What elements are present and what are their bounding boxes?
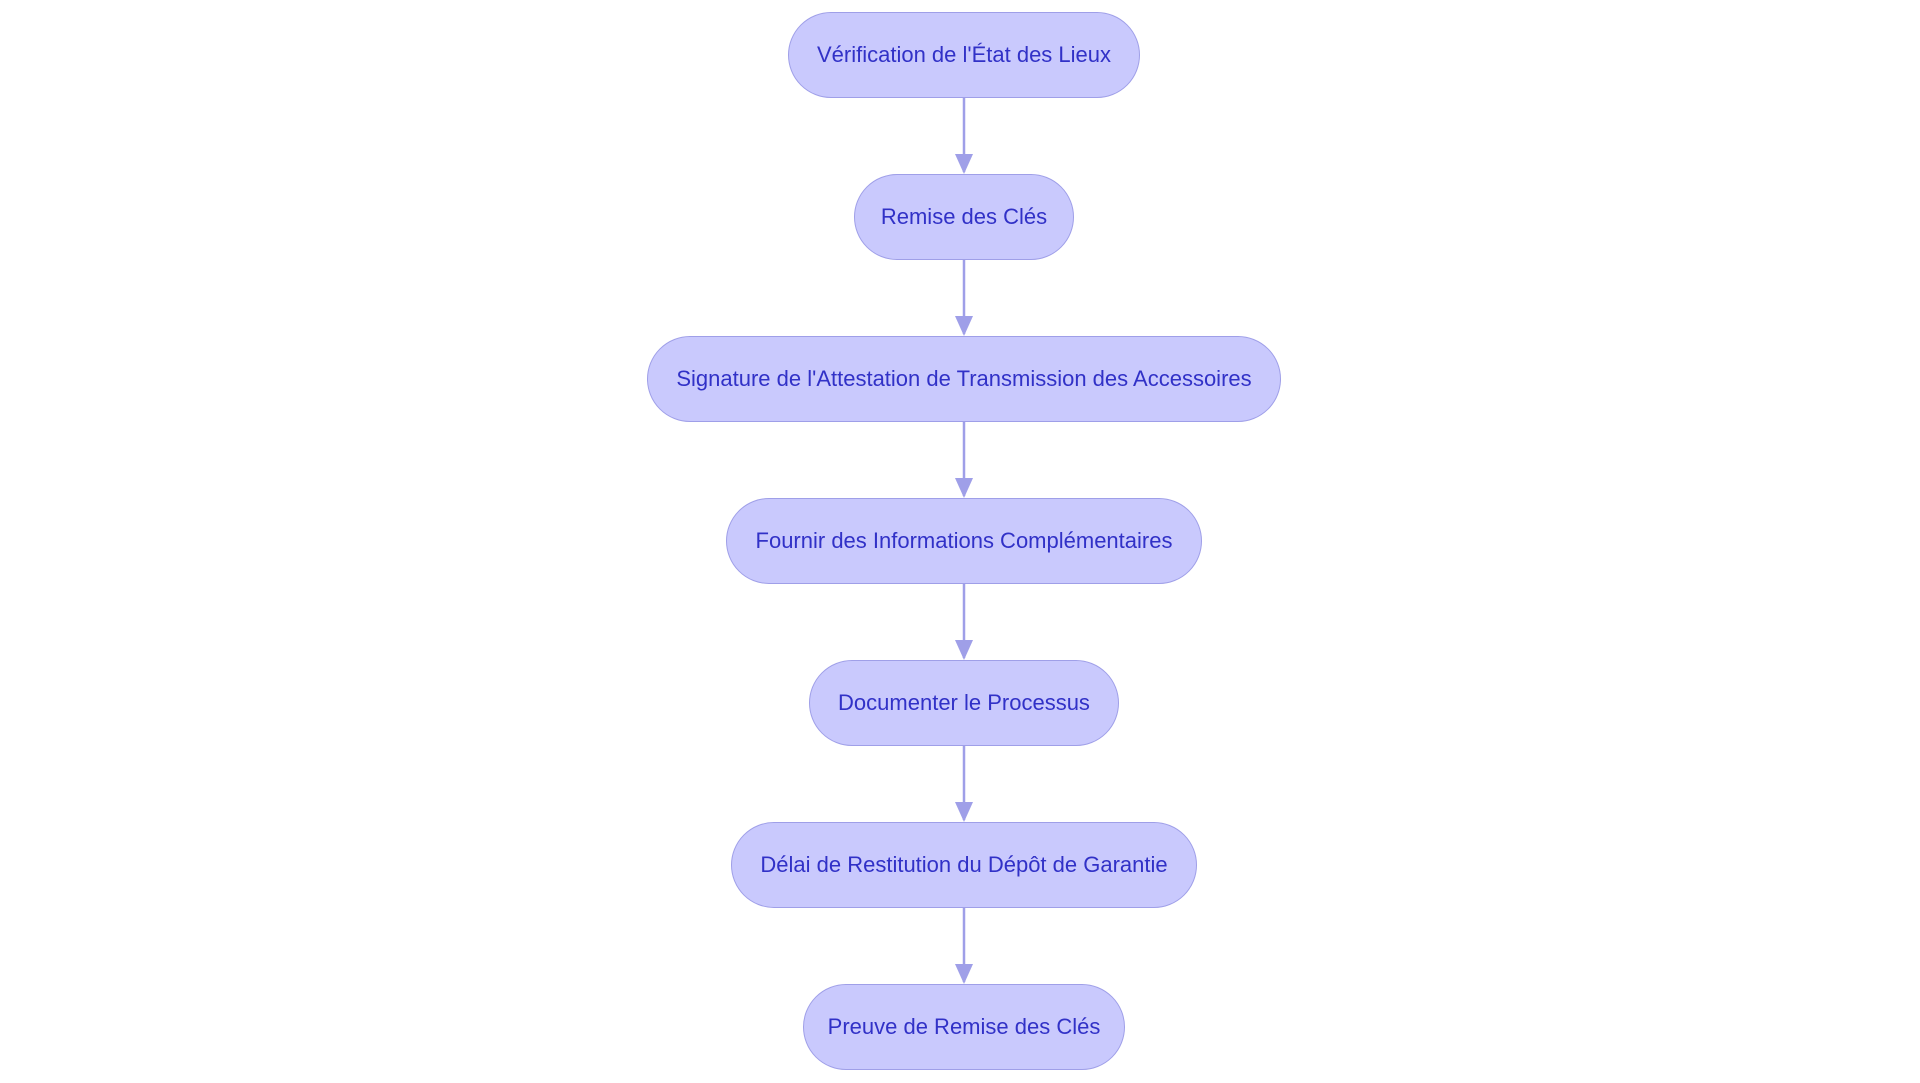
flow-node-remise-des-cles: Remise des Clés	[854, 174, 1074, 260]
flow-node-documenter-processus: Documenter le Processus	[809, 660, 1119, 746]
arrowhead-n5-n6	[955, 802, 973, 822]
flow-node-signature-attestation: Signature de l'Attestation de Transmissi…	[647, 336, 1281, 422]
arrowhead-n1-n2	[955, 154, 973, 174]
arrowhead-n3-n4	[955, 478, 973, 498]
arrowhead-n2-n3	[955, 316, 973, 336]
flow-node-verification-etat-des-lieux: Vérification de l'État des Lieux	[788, 12, 1140, 98]
flow-node-informations-complementaires: Fournir des Informations Complémentaires	[726, 498, 1202, 584]
flow-node-delai-restitution-depot: Délai de Restitution du Dépôt de Garanti…	[731, 822, 1197, 908]
flow-node-preuve-remise-cles: Preuve de Remise des Clés	[803, 984, 1125, 1070]
arrowhead-n6-n7	[955, 964, 973, 984]
arrowhead-n4-n5	[955, 640, 973, 660]
